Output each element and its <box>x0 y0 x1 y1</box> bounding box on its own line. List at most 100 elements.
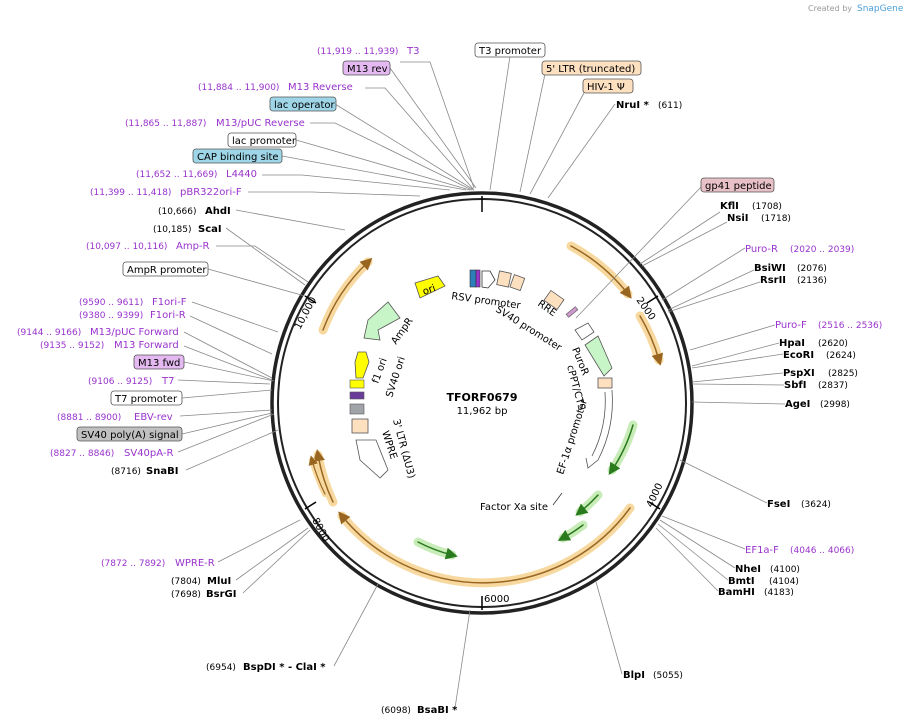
ltr3-box <box>351 418 369 434</box>
bsiwi-num: (2076) <box>797 264 827 274</box>
wpre-r-name: WPRE-R <box>175 558 215 569</box>
feature-rsv-promoter: RSV promoter <box>451 291 522 312</box>
f1ori-f-range: (9590 .. 9611) <box>79 298 143 308</box>
wpre-r-range: (7872 .. 7892) <box>101 559 165 569</box>
blpi-name: BlpI <box>623 670 645 681</box>
backbone-outer-ring <box>270 191 694 615</box>
nrui-num: (611) <box>658 101 682 111</box>
lac-operator-box: lac operator <box>274 100 335 111</box>
fsei-num: (3624) <box>801 500 831 510</box>
m13puc-rev-range: (11,865 .. 11,887) <box>125 119 206 129</box>
ltr5-box: 5' LTR (truncated) <box>546 64 635 75</box>
sbfi-name: SbfI <box>784 380 806 391</box>
m13reverse-name: M13 Reverse <box>288 82 353 93</box>
t3-range: (11,919 .. 11,939) <box>317 47 398 57</box>
ampr-arrow <box>363 301 401 341</box>
kfli-name: KflI <box>720 201 739 212</box>
tick-label-8000: 8000 <box>309 516 331 544</box>
blpi-num: (5055) <box>653 671 683 681</box>
t7-range: (9106 .. 9125) <box>88 377 152 387</box>
sbfi-num: (2837) <box>818 381 848 391</box>
plasmid-name: TFORF0679 <box>447 391 518 404</box>
feature-ef1a-promoter: EF-1α promoter <box>555 397 590 476</box>
m13forward-name: M13 Forward <box>114 340 179 351</box>
snapgene-logo: SnapGene <box>857 4 904 14</box>
m13reverse-range: (11,884 .. 11,900) <box>198 83 279 93</box>
m13puc-rev-name: M13/pUC Reverse <box>216 118 305 129</box>
ebvrev-range: (8881 .. 8900) <box>57 413 121 423</box>
ecori-name: EcoRI <box>783 350 814 361</box>
outer-orf-arrows <box>308 241 664 588</box>
snabi-num: (8716) <box>111 467 141 477</box>
agei-name: AgeI <box>785 399 810 410</box>
ahdi-num: (10,666) <box>158 207 197 217</box>
f1ori-r-name: F1ori-R <box>150 310 186 321</box>
mlui-name: MluI <box>207 576 231 587</box>
ampr-primer-range: (10,097 .. 10,116) <box>86 242 167 252</box>
bsiwi-name: BsiWI <box>754 263 786 274</box>
tick-marks <box>304 196 661 610</box>
nhei-name: NheI <box>735 564 761 575</box>
t3-promoter-box: T3 promoter <box>478 46 542 57</box>
pbr322-range: (11,399 .. 11,418) <box>90 188 171 198</box>
puro-f-name: Puro-F <box>775 320 807 331</box>
puro-r-name: Puro-R <box>745 244 778 255</box>
nhei-num: (4100) <box>770 565 800 575</box>
feature-f1ori: f1 ori <box>370 357 389 385</box>
t7-name: T7 <box>161 376 174 387</box>
ef1a-f-name: EF1a-F <box>745 545 779 556</box>
lac-promoter-box: lac promoter <box>232 136 297 147</box>
pspxi-num: (2825) <box>828 369 858 379</box>
l4440-range: (11,652 .. 11,669) <box>136 170 217 180</box>
left-labels: (11,919 .. 11,939) T3 M13 rev (11,884 ..… <box>17 46 458 716</box>
sv40pa-r-range: (8827 .. 8846) <box>50 449 114 459</box>
cap-binding-box: CAP binding site <box>197 152 279 163</box>
ecori-num: (2624) <box>826 351 856 361</box>
credit-text: Created by <box>808 4 852 13</box>
scai-name: ScaI <box>198 224 222 235</box>
t7-promoter-box: T7 promoter <box>114 394 178 405</box>
fsei-name: FseI <box>767 499 790 510</box>
pbr322-name: pBR322ori-F <box>180 187 242 198</box>
tick-label-4000: 4000 <box>645 482 666 510</box>
pspxi-name: PspXI <box>783 368 815 379</box>
scai-num: (10,185) <box>153 225 192 235</box>
green-feature-arrows <box>413 420 638 560</box>
ori-arrow <box>414 275 446 299</box>
nrui-name: NruI * <box>616 100 650 111</box>
nsii-name: NsiI <box>727 213 748 224</box>
tick-label-6000: 6000 <box>484 594 509 605</box>
ef1a-f-range: (4046 .. 4066) <box>790 546 854 556</box>
hpai-name: HpaI <box>779 338 805 349</box>
f1ori-arrow <box>354 351 370 379</box>
leader-lines <box>177 55 786 709</box>
m13forward-range: (9135 .. 9152) <box>40 341 104 351</box>
bsabi-name: BsaBI * <box>417 705 458 716</box>
bsrgi-num: (7698) <box>171 590 201 600</box>
wpre-arrow <box>355 439 389 479</box>
feature-factor-xa: Factor Xa site <box>480 502 548 513</box>
sv40-polya-box: SV40 poly(A) signal <box>81 430 179 441</box>
ahdi-name: AhdI <box>205 206 231 217</box>
snabi-name: SnaBI <box>146 466 178 477</box>
puro-r-range: (2020 .. 2039) <box>790 245 854 255</box>
m13puc-fwd-name: M13/pUC Forward <box>90 327 179 338</box>
m13rev-box: M13 rev <box>347 64 388 75</box>
f1ori-f-name: F1ori-F <box>152 297 187 308</box>
t3-name: T3 <box>406 46 419 57</box>
puror-arrow <box>584 335 613 377</box>
f1ori-r-range: (9380 .. 9399) <box>79 311 143 321</box>
rsrii-name: RsrII <box>760 275 786 286</box>
sv40pa-r-name: SV40pA-R <box>124 448 173 459</box>
bspdi-name: BspDI * - ClaI * <box>243 662 326 673</box>
m13puc-fwd-range: (9144 .. 9166) <box>17 328 81 338</box>
puro-f-range: (2516 .. 2536) <box>818 321 882 331</box>
gp41-box: gp41 peptide <box>705 181 772 192</box>
bamhi-name: BamHI <box>718 587 755 598</box>
bsrgi-name: BsrGI <box>206 589 236 600</box>
inner-features <box>349 269 613 479</box>
mlui-num: (7804) <box>171 577 201 587</box>
bmti-num: (4104) <box>769 577 799 587</box>
nsii-num: (1718) <box>761 214 791 224</box>
